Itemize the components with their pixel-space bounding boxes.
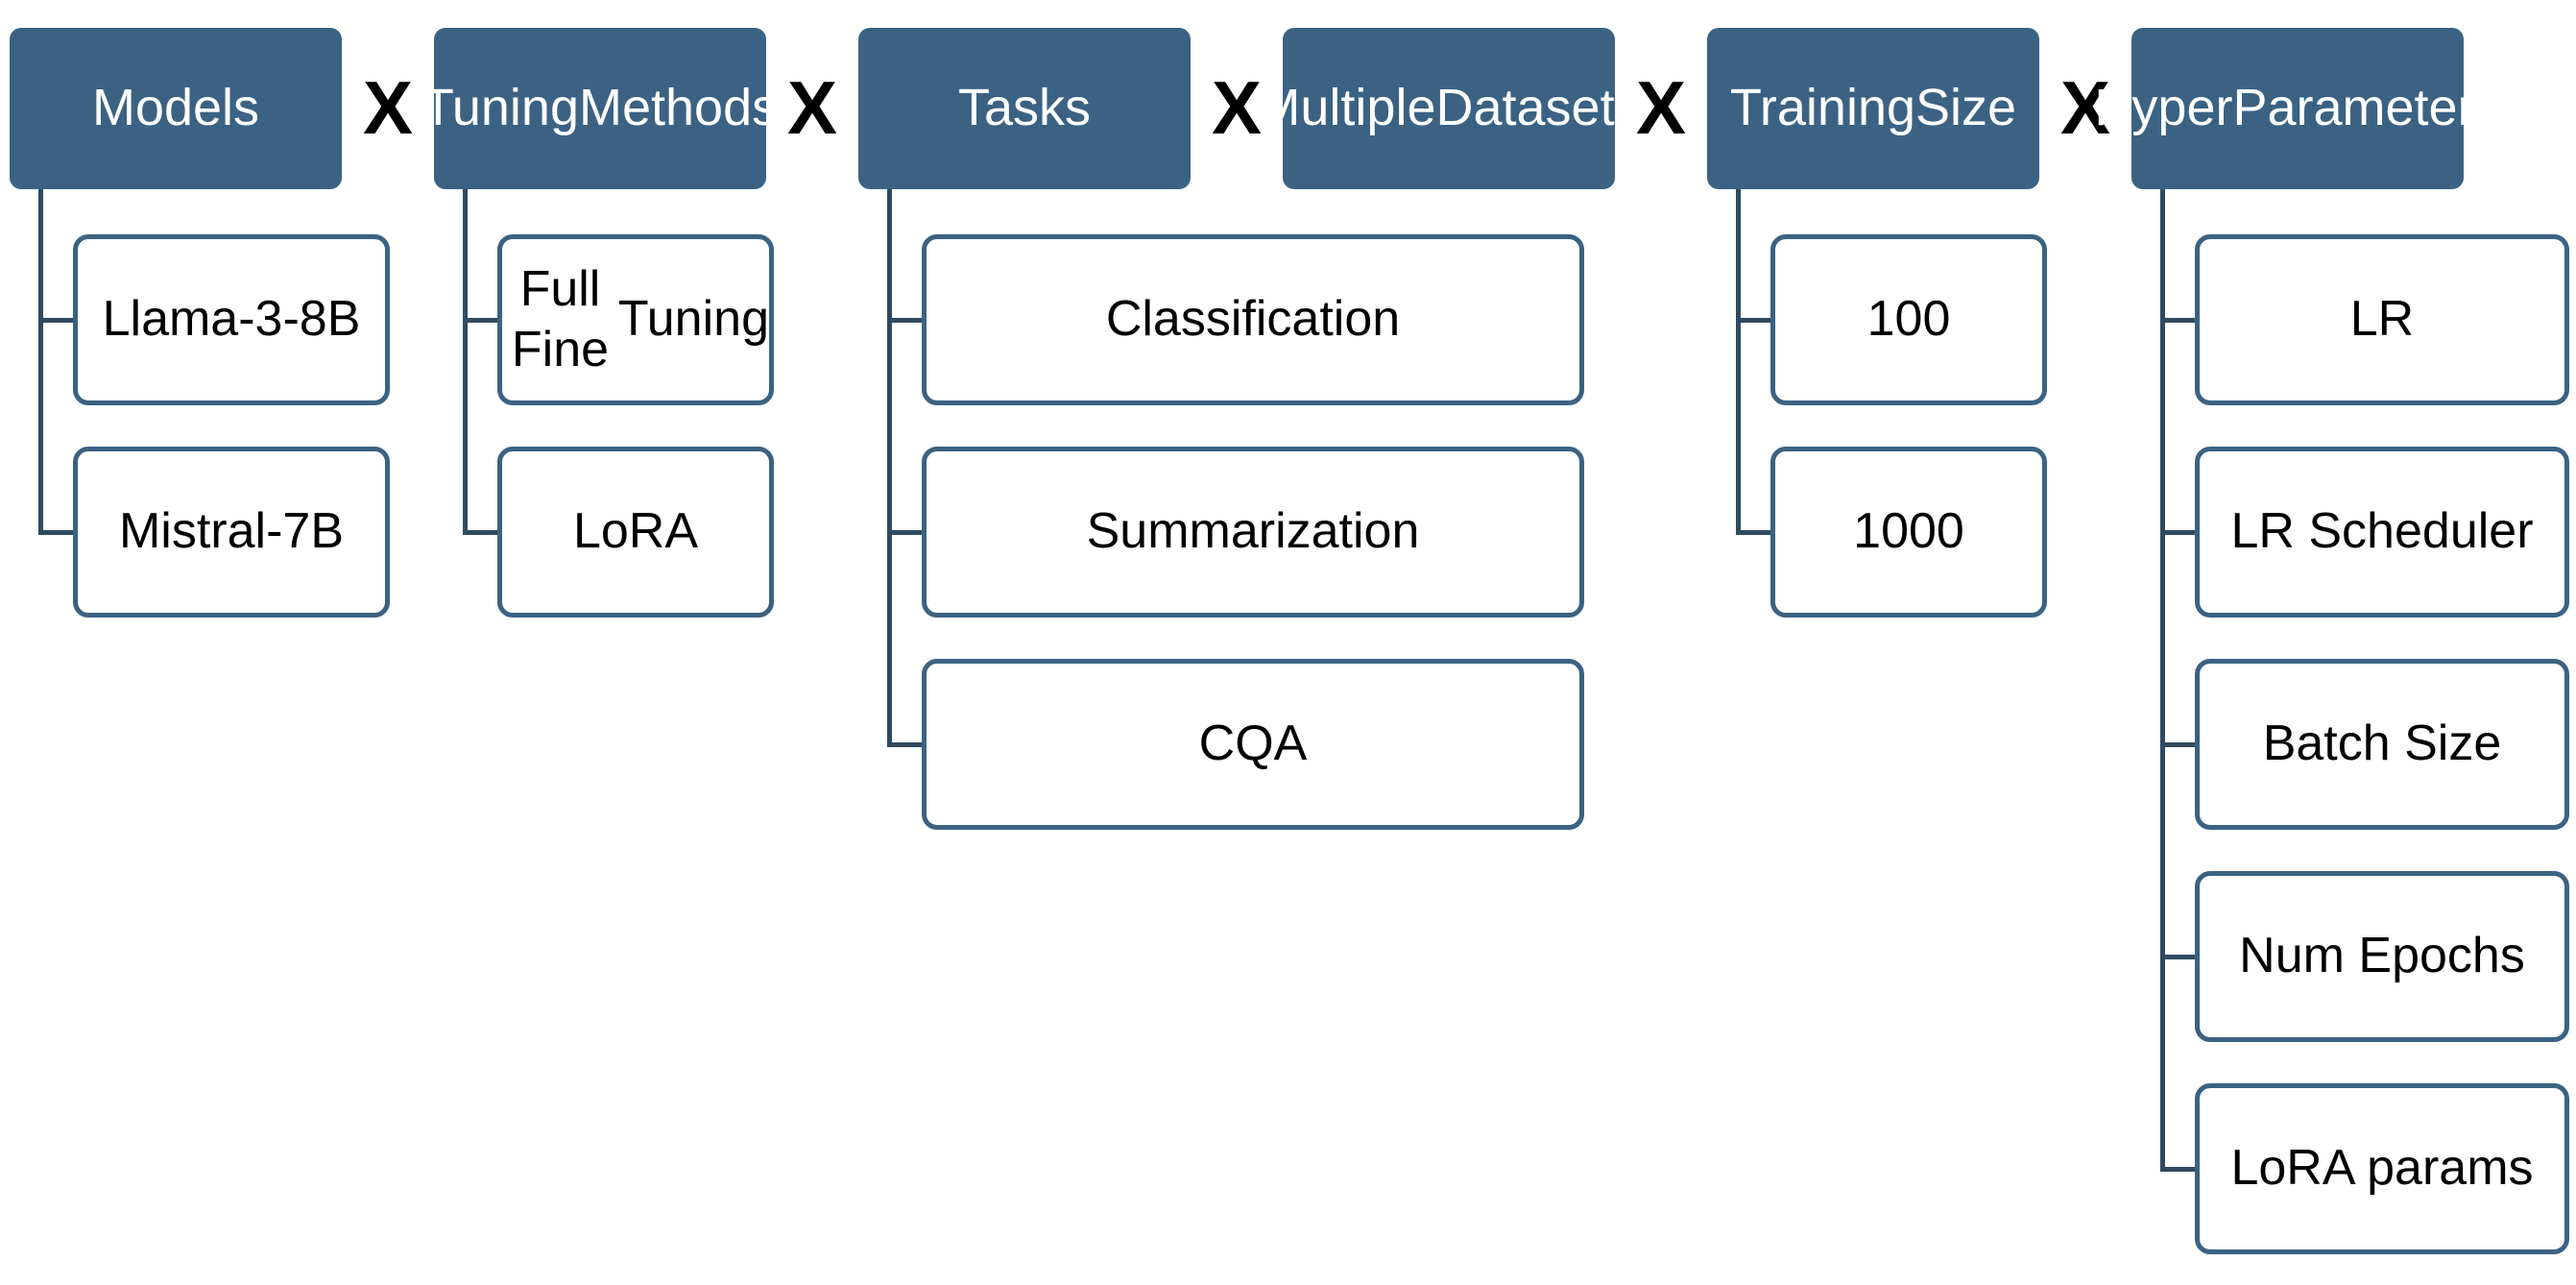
item-tasks: Classification — [922, 234, 1584, 405]
header-models-line: Models — [91, 79, 260, 137]
header-models: Models — [10, 28, 342, 189]
connector-branch — [887, 742, 924, 747]
connector-branch — [463, 318, 499, 323]
multiply-symbol: X — [362, 64, 414, 150]
item-label: Batch Size — [2262, 715, 2502, 772]
item-training-size: 100 — [1770, 234, 2047, 405]
connector-trunk-hyper-parameters — [2160, 189, 2165, 1172]
item-models: Llama-3-8B — [73, 234, 390, 405]
header-hyper-parameters-line: Parameters — [2232, 79, 2501, 137]
connector-trunk-tuning-methods — [463, 189, 468, 535]
item-tasks: CQA — [922, 659, 1584, 830]
connector-branch — [2160, 1167, 2197, 1172]
connector-trunk-tasks — [887, 189, 892, 747]
connector-branch — [463, 530, 499, 535]
item-label: Mistral-7B — [118, 503, 345, 560]
item-hyper-parameters: Num Epochs — [2195, 871, 2569, 1042]
item-training-size: 1000 — [1770, 447, 2047, 618]
header-tuning-methods-line: Tuning — [421, 79, 579, 137]
header-tuning-methods-line: Methods — [579, 79, 779, 137]
connector-branch — [1736, 530, 1772, 535]
connector-branch — [887, 318, 924, 323]
item-tuning-methods: LoRA — [497, 447, 774, 618]
item-label: Llama-3-8B — [102, 291, 361, 348]
multiply-symbol: X — [1211, 64, 1263, 150]
item-label: 1000 — [1853, 503, 1964, 560]
item-hyper-parameters: LR Scheduler — [2195, 447, 2569, 618]
item-label: Summarization — [1086, 503, 1420, 560]
multiply-symbol: X — [786, 64, 838, 150]
header-training-size-line: Size — [1915, 79, 2017, 137]
connector-branch — [2160, 318, 2197, 323]
item-label: 100 — [1866, 291, 1951, 348]
connector-trunk-models — [38, 189, 43, 535]
multiply-symbol: X — [1635, 64, 1687, 150]
item-label: Classification — [1105, 291, 1401, 348]
item-models: Mistral-7B — [73, 447, 390, 618]
item-label: LR Scheduler — [2230, 503, 2534, 560]
item-hyper-parameters: Batch Size — [2195, 659, 2569, 830]
connector-branch — [2160, 742, 2197, 747]
item-label: Full Fine — [511, 260, 610, 377]
connector-branch — [887, 530, 924, 535]
connector-branch — [2160, 530, 2197, 535]
header-tasks-line: Tasks — [957, 79, 1092, 137]
item-tasks: Summarization — [922, 447, 1584, 618]
item-label: Num Epochs — [2239, 928, 2525, 984]
item-label: LoRA — [572, 503, 699, 560]
item-hyper-parameters: LoRA params — [2195, 1083, 2569, 1254]
item-label: Tuning — [617, 291, 769, 348]
connector-branch — [38, 530, 75, 535]
header-tasks: Tasks — [858, 28, 1191, 189]
header-multiple-datasets-line: Multiple — [1257, 79, 1436, 137]
multiply-symbol: X — [2059, 64, 2111, 150]
item-label: LoRA params — [2230, 1140, 2534, 1197]
header-hyper-parameters-line: Hyper — [2094, 79, 2233, 137]
header-multiple-datasets-line: Datasets — [1435, 79, 1641, 137]
item-hyper-parameters: LR — [2195, 234, 2569, 405]
connector-branch — [1736, 318, 1772, 323]
item-label: CQA — [1198, 715, 1308, 772]
connector-trunk-training-size — [1736, 189, 1741, 535]
connector-branch — [2160, 955, 2197, 959]
connector-branch — [38, 318, 75, 323]
header-training-size-line: Training — [1729, 79, 1916, 137]
item-label: LR — [2349, 291, 2415, 348]
